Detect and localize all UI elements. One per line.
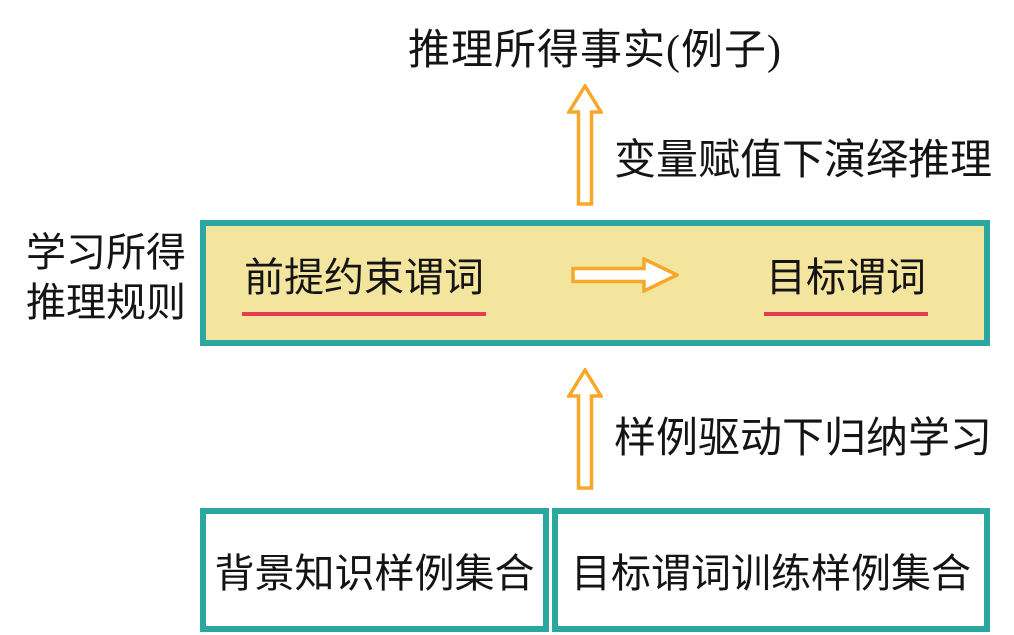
- premise-predicate-label: 前提约束谓词: [242, 245, 486, 316]
- induction-label: 样例驱动下归纳学习: [614, 416, 993, 462]
- inferred-facts-label: 推理所得事实(例子): [408, 28, 782, 74]
- target-training-examples-box: 目标谓词训练样例集合: [552, 508, 990, 632]
- deduction-label: 变量赋值下演绎推理: [614, 138, 993, 184]
- up-arrow-icon: [567, 368, 603, 490]
- learned-rules-label-line2: 推理规则: [26, 280, 186, 325]
- target-predicate-label: 目标谓词: [764, 245, 928, 316]
- up-arrow-icon: [567, 84, 603, 206]
- background-examples-label: 背景知识样例集合: [214, 551, 535, 596]
- learned-rules-label-line1: 学习所得: [26, 230, 186, 275]
- target-training-examples-label: 目标谓词训练样例集合: [571, 551, 971, 596]
- background-examples-box: 背景知识样例集合: [200, 508, 549, 632]
- rule-box: 前提约束谓词 目标谓词: [200, 220, 990, 346]
- right-arrow-icon: [571, 257, 679, 293]
- learned-rules-label: 学习所得 推理规则: [26, 228, 186, 328]
